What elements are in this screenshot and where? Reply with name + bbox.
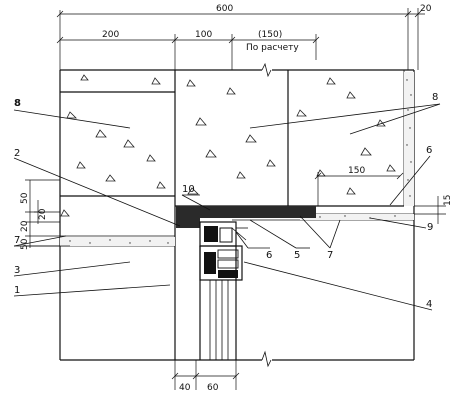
dim-right-offset: 20: [420, 4, 432, 14]
callout-2: 2: [14, 148, 20, 159]
dim-bottom-40: 40: [179, 383, 191, 393]
sealant-strip: [176, 206, 316, 228]
callout-4: 4: [426, 299, 432, 310]
dim-bottom-60: 60: [207, 383, 219, 393]
callout-6-bottom: 6: [266, 250, 272, 261]
dim-seg-left: 200: [102, 30, 119, 40]
window-profile: [199, 221, 248, 281]
concrete-texture: [60, 74, 396, 217]
callout-7-left: 7: [14, 235, 20, 246]
inner-dimension: 150: [314, 166, 404, 206]
dim-seg-right: (150): [258, 30, 282, 40]
dim-left-20-a: 20: [38, 208, 48, 220]
dim-right-15: 15: [443, 195, 453, 206]
callouts: 8 8 2 10 6 9 7 3 1 6 5: [13, 92, 441, 311]
right-dimension: 15: [414, 195, 453, 224]
plaster-dots: [60, 72, 414, 246]
dim-seg-right-note: По расчету: [246, 43, 299, 53]
left-dimensions: 50 20 20 50: [20, 179, 60, 250]
callout-8-left: 8: [14, 98, 21, 109]
bottom-dimensions: 40 60: [171, 360, 240, 393]
dim-left-50-top: 50: [20, 192, 30, 204]
callout-3: 3: [14, 265, 20, 276]
callout-6-right: 6: [426, 145, 432, 156]
callout-10: 10: [182, 184, 195, 195]
dim-left-20-b: 20: [20, 220, 30, 232]
top-dimensions: 600 20 200 100 (150) По расчету: [56, 4, 432, 70]
callout-9: 9: [427, 222, 433, 233]
dim-overall: 600: [216, 4, 233, 14]
callout-7-bottom: 7: [327, 250, 333, 261]
callout-8-right: 8: [432, 92, 438, 103]
dim-inner-150: 150: [348, 166, 365, 176]
dim-seg-mid: 100: [195, 30, 212, 40]
callout-1: 1: [14, 285, 20, 296]
callout-5: 5: [294, 250, 300, 261]
